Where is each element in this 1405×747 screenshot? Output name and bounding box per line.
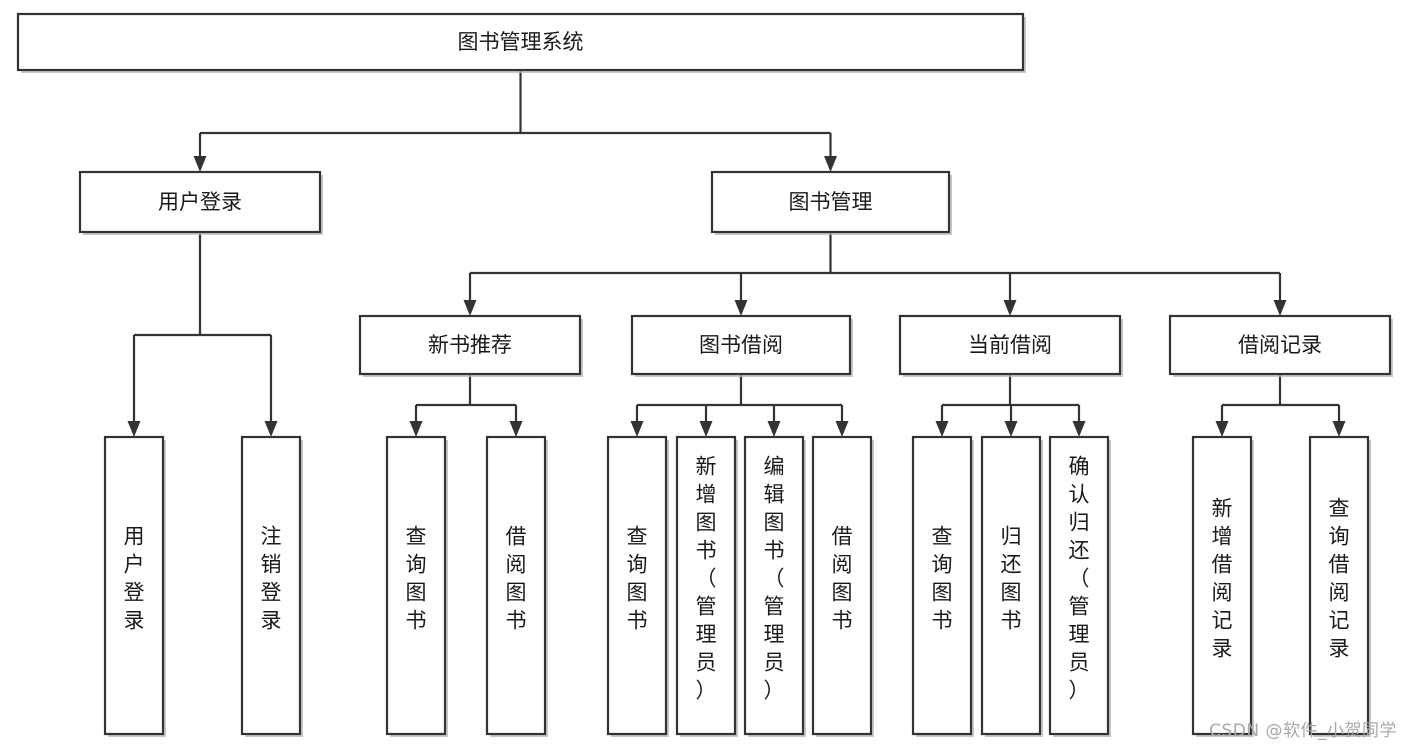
edge-arrowhead: [630, 421, 644, 437]
node-rect[interactable]: [606, 435, 668, 736]
node-label: 图书借阅: [699, 333, 783, 357]
edge-arrowhead: [1215, 421, 1229, 437]
node-label: 借阅图书: [832, 525, 853, 633]
edge-arrowhead: [509, 421, 523, 437]
node-rect[interactable]: [358, 314, 582, 376]
edge-arrowhead: [1004, 421, 1018, 437]
node-leaf-borrow-book-new[interactable]: 借阅图书: [485, 435, 548, 737]
node-rect[interactable]: [16, 12, 1025, 72]
edge-currentborrow-to-leaves: [935, 374, 1086, 437]
node-label: 用户登录: [124, 525, 145, 633]
node-book-borrow[interactable]: 图书借阅: [630, 314, 853, 377]
node-leaf-return-book[interactable]: 归还图书: [980, 435, 1043, 737]
node-rect[interactable]: [1308, 435, 1370, 736]
node-current-borrow[interactable]: 当前借阅: [898, 314, 1123, 377]
edges-layer: [127, 70, 1346, 437]
edge-arrowhead: [193, 156, 207, 172]
edge-arrowhead: [835, 421, 849, 437]
node-rect[interactable]: [630, 314, 852, 376]
node-label: 查询图书: [627, 525, 648, 633]
edge-arrowhead: [824, 156, 837, 172]
node-leaf-query-book-borrow[interactable]: 查询图书: [606, 435, 669, 737]
edge-bookborrow-to-leaves: [630, 374, 849, 437]
node-leaf-user-logout[interactable]: 注销登录: [240, 435, 303, 737]
node-label: 注销登录: [261, 525, 282, 633]
nodes-layer: 图书管理系统用户登录图书管理新书推荐图书借阅当前借阅借阅记录用户登录注销登录查询…: [16, 12, 1393, 737]
node-leaf-query-book-new[interactable]: 查询图书: [385, 435, 448, 737]
node-rect[interactable]: [898, 314, 1122, 376]
edge-root-to-level1: [193, 70, 837, 172]
node-leaf-add-book[interactable]: 新增图书（管理员）: [675, 435, 738, 737]
edge-arrowhead: [734, 300, 748, 316]
edge-borrowrecord-to-leaves: [1215, 374, 1346, 437]
node-leaf-borrow-book[interactable]: 借阅图书: [811, 435, 874, 737]
node-rect[interactable]: [743, 435, 805, 736]
node-label: 新增图书（管理员）: [696, 455, 717, 703]
edge-arrowhead: [264, 421, 278, 437]
node-rect[interactable]: [103, 435, 165, 736]
edge-bookmgmt-to-level2: [463, 232, 1287, 316]
node-leaf-add-record[interactable]: 新增借阅记录: [1191, 435, 1254, 737]
node-rect[interactable]: [980, 435, 1042, 736]
node-label: 图书管理: [789, 190, 873, 214]
node-label: 当前借阅: [968, 333, 1052, 357]
node-rect[interactable]: [1048, 435, 1110, 736]
edge-userlogin-to-leaves: [127, 232, 278, 437]
node-rect[interactable]: [485, 435, 547, 736]
node-root[interactable]: 图书管理系统: [16, 12, 1026, 73]
node-label: 新书推荐: [428, 333, 512, 357]
edge-arrowhead: [127, 421, 141, 437]
csdn-watermark: CSDN @软件_小贺同学: [1209, 721, 1397, 741]
node-label: 借阅记录: [1238, 333, 1322, 357]
node-label: 归还图书: [1001, 525, 1022, 633]
node-label: 借阅图书: [506, 525, 527, 633]
edge-arrowhead: [699, 421, 713, 437]
node-label: 查询图书: [406, 525, 427, 633]
node-label: 图书管理系统: [458, 30, 584, 54]
node-rect[interactable]: [710, 170, 951, 234]
edge-arrowhead: [1332, 421, 1346, 437]
edge-arrowhead: [1273, 300, 1287, 316]
edge-arrowhead: [1072, 421, 1086, 437]
node-rect[interactable]: [240, 435, 302, 736]
edge-arrowhead: [767, 421, 781, 437]
node-leaf-confirm-return[interactable]: 确认归还（管理员）: [1048, 435, 1111, 737]
node-leaf-edit-book[interactable]: 编辑图书（管理员）: [743, 435, 806, 737]
node-leaf-query-record[interactable]: 查询借阅记录: [1308, 435, 1371, 737]
edge-arrowhead: [463, 300, 477, 316]
node-rect[interactable]: [811, 435, 873, 736]
node-rect[interactable]: [385, 435, 447, 736]
node-label: 新增借阅记录: [1212, 497, 1233, 661]
node-rect[interactable]: [1191, 435, 1253, 736]
edge-arrowhead: [1003, 300, 1017, 316]
node-book-management[interactable]: 图书管理: [710, 170, 952, 235]
edge-newbook-to-leaves: [409, 374, 523, 437]
node-leaf-user-login[interactable]: 用户登录: [103, 435, 166, 737]
node-rect[interactable]: [675, 435, 737, 736]
node-new-book-recommend[interactable]: 新书推荐: [358, 314, 583, 377]
node-borrow-record[interactable]: 借阅记录: [1168, 314, 1393, 377]
node-rect[interactable]: [78, 170, 322, 234]
node-user-login[interactable]: 用户登录: [78, 170, 323, 235]
node-label: 用户登录: [158, 190, 242, 214]
node-rect[interactable]: [1168, 314, 1392, 376]
node-label: 确认归还（管理员）: [1069, 455, 1090, 703]
edge-arrowhead: [935, 421, 949, 437]
node-label: 编辑图书（管理员）: [764, 455, 785, 703]
node-rect[interactable]: [911, 435, 973, 736]
node-leaf-query-book-current[interactable]: 查询图书: [911, 435, 974, 737]
edge-arrowhead: [409, 421, 423, 437]
node-label: 查询借阅记录: [1329, 497, 1350, 661]
node-label: 查询图书: [932, 525, 953, 633]
